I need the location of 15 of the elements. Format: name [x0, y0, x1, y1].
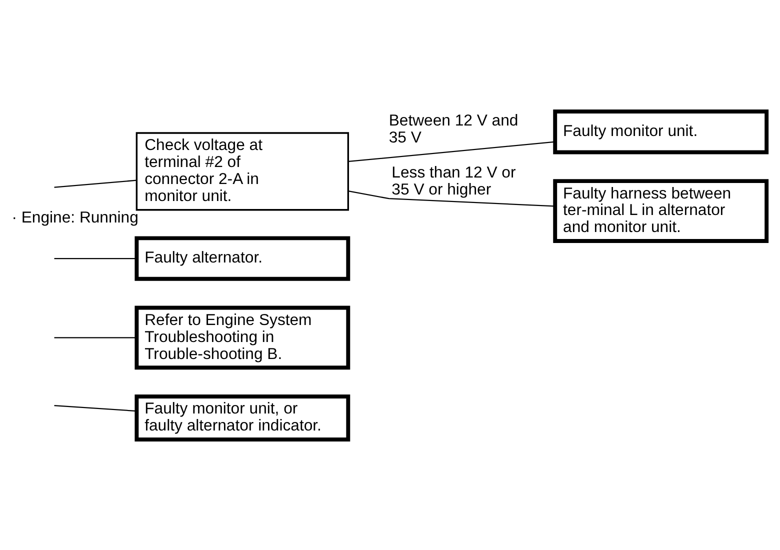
node-box: Refer to Engine System Troubleshooting in Trouble-shooting B. — [134, 305, 350, 370]
edge-label: Between 12 V and 35 V — [388, 112, 518, 146]
connector — [54, 257, 136, 259]
connector — [54, 336, 136, 338]
node-label: · Engine: Running — [12, 209, 138, 226]
connector — [54, 179, 136, 188]
edge-label: Less than 12 V or 35 V or higher — [392, 164, 516, 198]
connector — [348, 190, 556, 206]
node-box: Faulty harness between ter-minal L in alternator and monitor unit. — [553, 178, 769, 242]
node-box: Faulty monitor unit. — [553, 109, 769, 154]
connector — [54, 404, 136, 412]
node-box: Faulty alternator. — [134, 236, 350, 280]
connector — [348, 140, 556, 162]
node-box: Faulty monitor unit, or faulty alternator indicator. — [134, 394, 350, 441]
node-box: Check voltage at terminal #2 of connector 2-A in monitor unit. — [136, 132, 349, 210]
